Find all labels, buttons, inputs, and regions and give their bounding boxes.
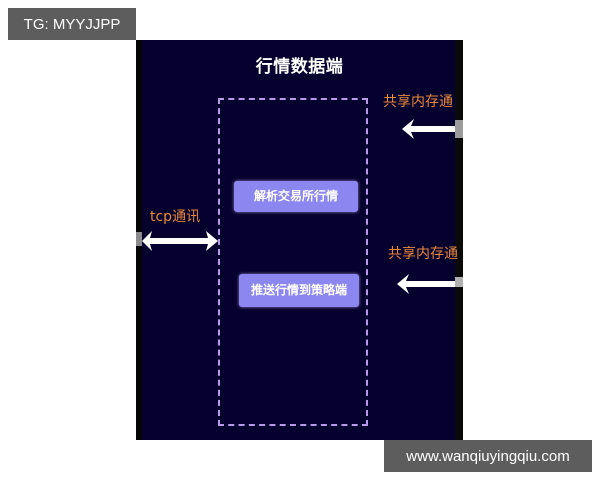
node-parse-exchange-data: 解析交易所行情 [234,181,358,212]
panel-right-edge [455,40,463,440]
node-parse-label: 解析交易所行情 [253,189,338,203]
diagram-title: 行情数据端 [255,57,344,77]
node-push-label: 推送行情到策略端 [250,283,347,297]
arrow-left-icon [397,274,457,294]
diagram-panel: 行情数据端 解析交易所行情 推送行情到策略端 tcp通讯 共享内存通 共享内存通 [136,40,463,440]
market-data-container [218,98,368,426]
edge-label-shm-top: 共享内存通 [383,94,453,110]
connector-stub-left [136,232,142,246]
watermark-tg: TG: MYYJJPP [8,8,136,40]
edge-label-tcp: tcp通讯 [150,209,201,225]
double-arrow-icon [142,231,218,251]
connector-stub-right-bottom [455,277,463,287]
watermark-site: www.wanqiuyingqiu.com [384,440,592,472]
node-push-to-strategy: 推送行情到策略端 [239,274,359,307]
edge-label-shm-bottom: 共享内存通 [388,246,458,262]
connector-stub-right-top [455,120,463,138]
arrow-left-icon [402,119,460,139]
